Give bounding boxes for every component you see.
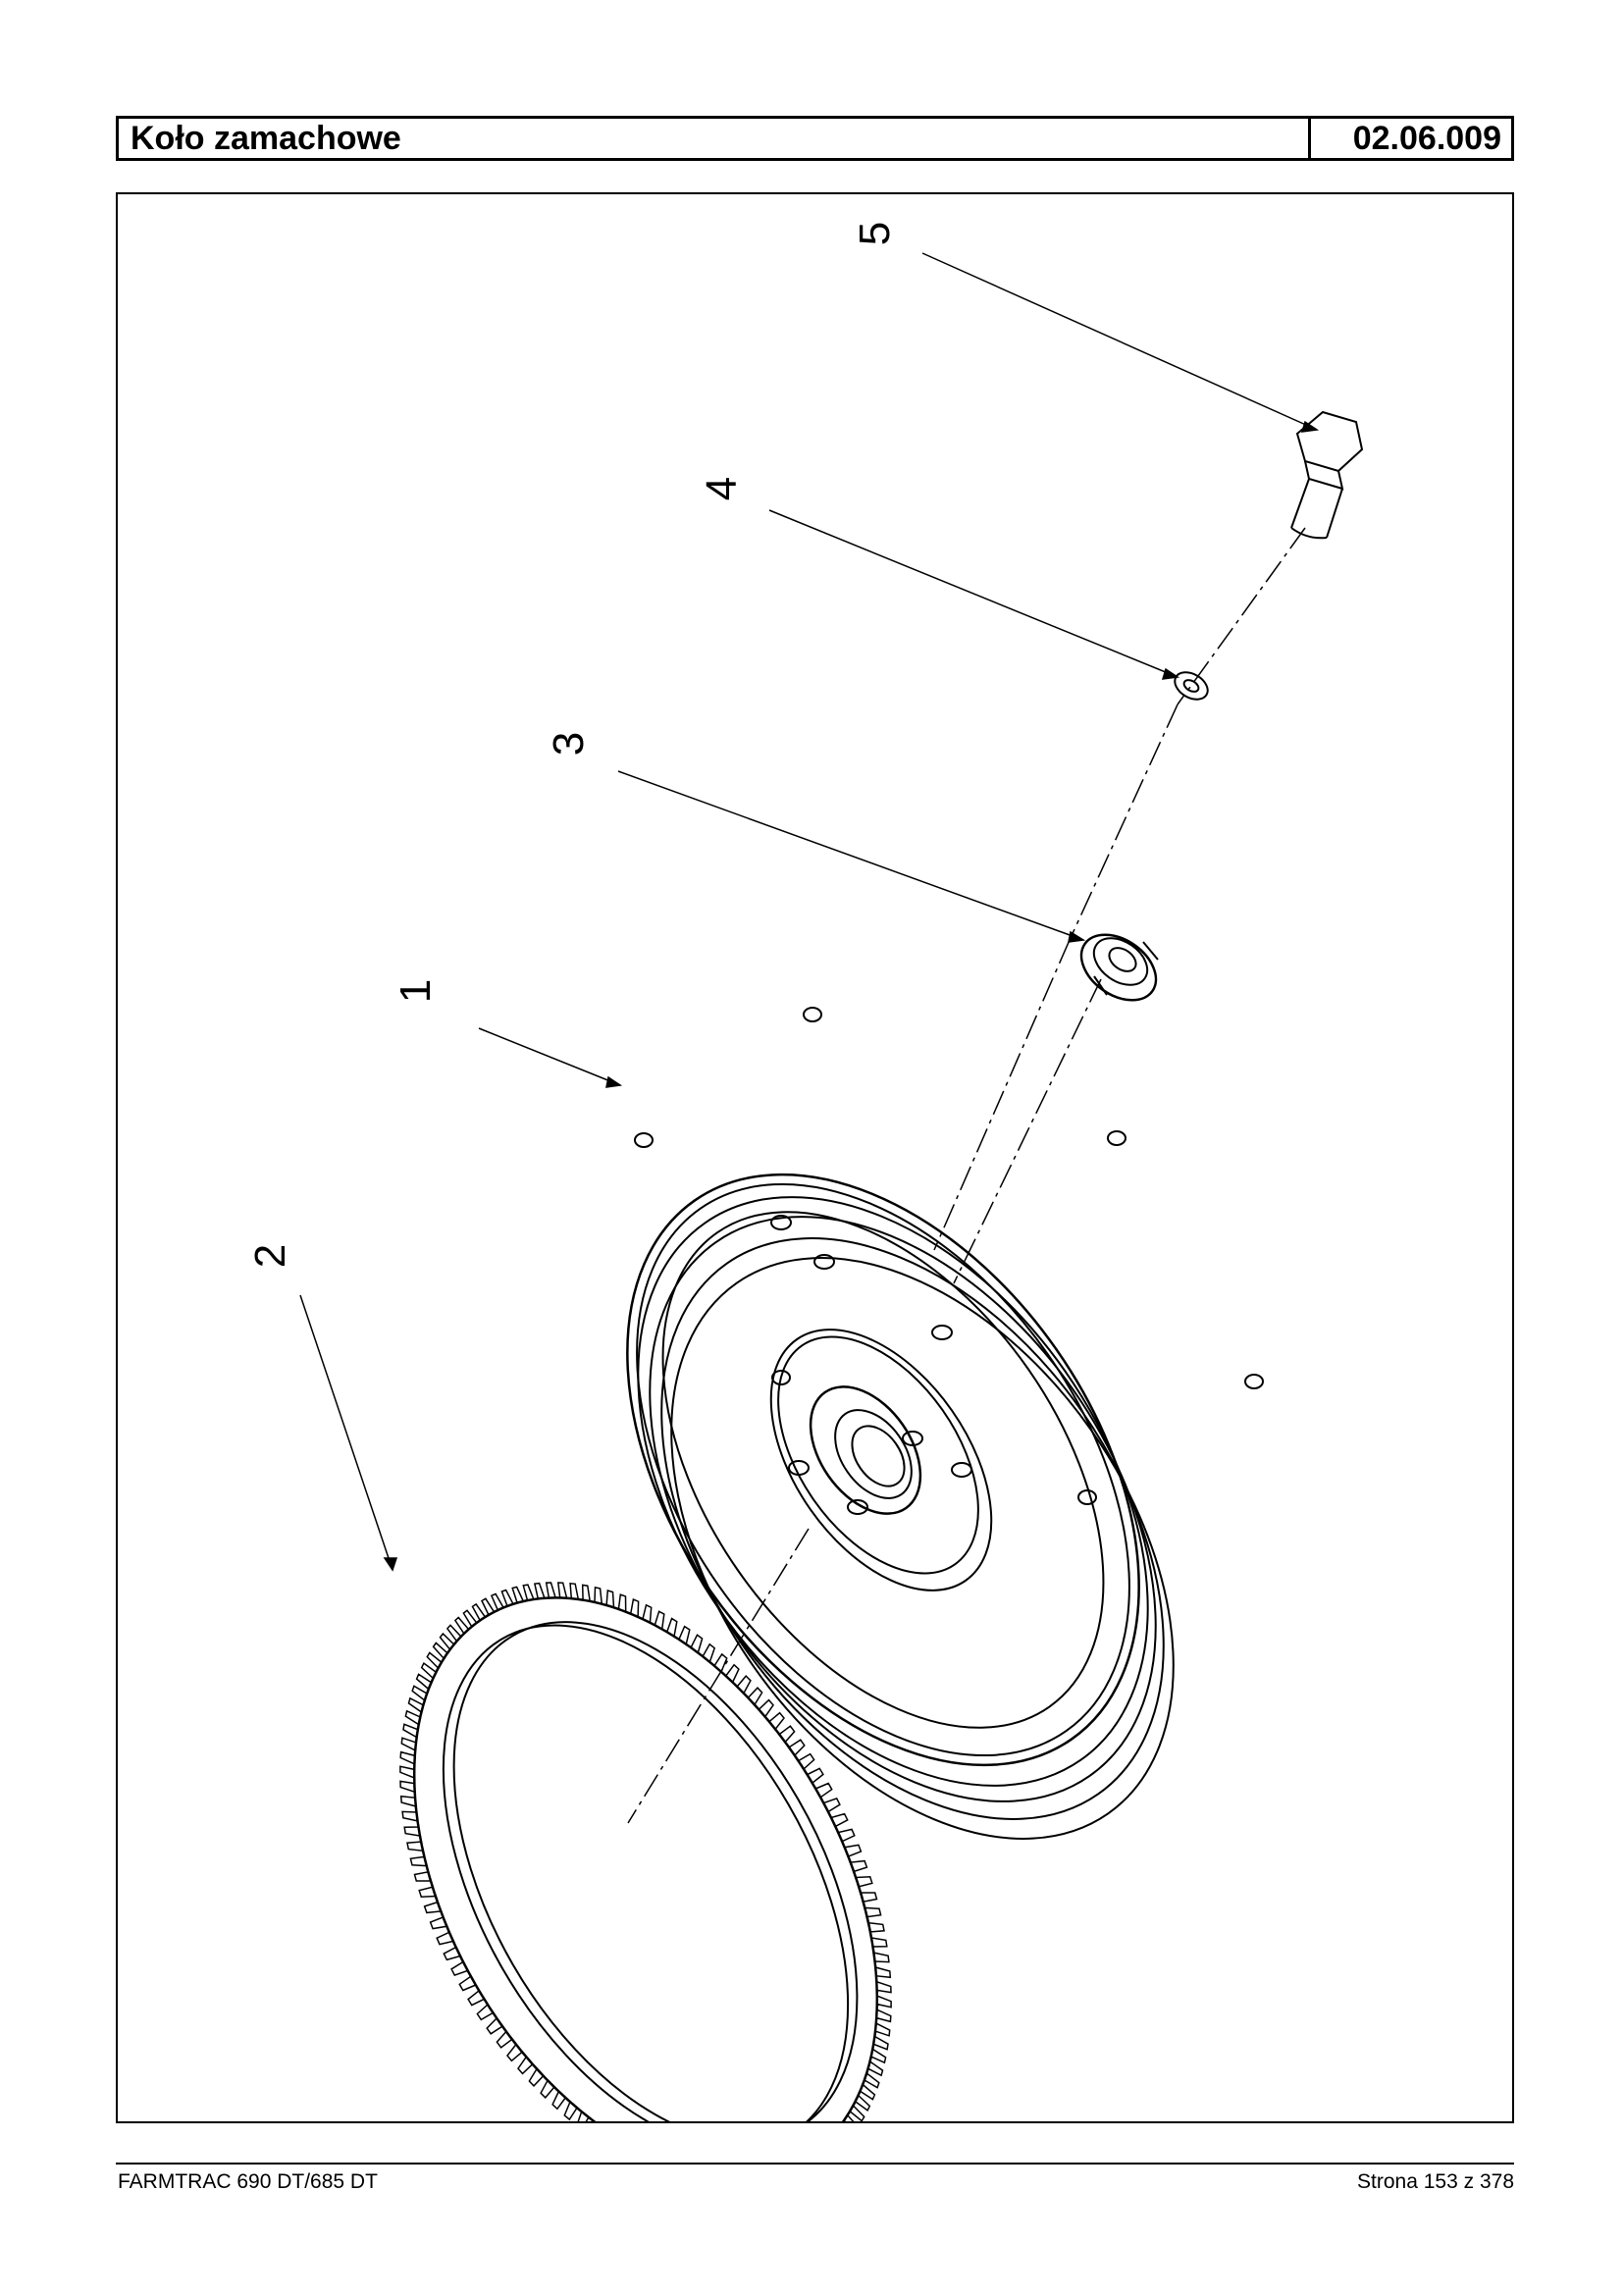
bolt [1290,410,1364,540]
section-title: Koło zamachowe [119,119,1311,158]
callout-5: 5 [851,222,899,245]
callout-1: 1 [392,979,440,1003]
flywheel [626,1007,1264,1840]
callout-3: 3 [545,732,593,756]
callout-4: 4 [698,477,746,500]
footer-divider [116,2163,1514,2165]
leader-lines [299,252,1320,1572]
exploded-diagram-frame: 1 2 3 4 5 [116,192,1514,2123]
flywheel-exploded-diagram: 1 2 3 4 5 [246,222,1364,2121]
footer-page-number: Strona 153 z 378 [1357,2170,1514,2193]
bearing [1079,933,1159,1002]
footer-model: FARMTRAC 690 DT/685 DT [118,2170,378,2193]
page-header: Koło zamachowe 02.06.009 [116,116,1514,161]
center-lines [627,527,1306,1824]
washer [1174,671,1209,701]
callout-2: 2 [246,1244,294,1268]
ring-gear [399,1582,892,2121]
section-code: 02.06.009 [1352,119,1501,157]
